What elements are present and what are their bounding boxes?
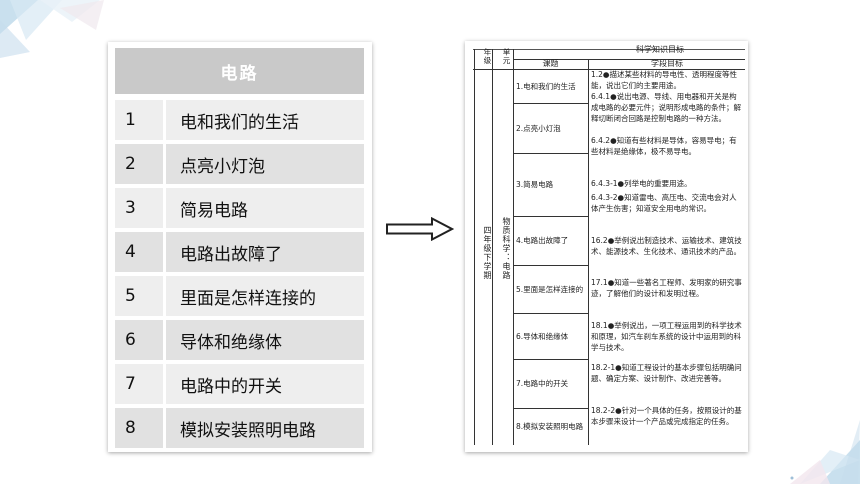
curriculum-goals-card: 科学知识目标 年级 单元 课题 学段目标 四年级下学期 物质科学：电路 1.电和… [465,41,748,452]
goal-text: 17.1●知道一些著名工程师、发明家的研究事迹，了解他们的设计和发明过程。 [591,278,742,298]
lesson-row: 4 电路出故障了 [115,232,364,272]
goal-text: 18.1●举例说出，一项工程运用到的科学技术和原理，如汽车刹车系统的设计中运用到… [591,321,742,352]
column-grade-header: 年级 [483,48,492,65]
lesson-cell: 8.模拟安装照明电路 [516,422,584,431]
lesson-cell: 1.电和我们的生活 [516,81,576,91]
lesson-number: 1 [115,100,163,140]
column-goal-header: 学段目标 [651,59,683,68]
lesson-list-header: 电路 [115,48,364,94]
right-arrow-icon [386,217,454,241]
goal-text: 16.2●举例说出制造技术、运输技术、建筑技术、能源技术、生化技术、通讯技术的产… [591,236,742,256]
column-lesson-header: 课题 [542,59,559,68]
lesson-title: 电和我们的生活 [166,100,364,140]
lesson-cell: 2.点亮小灯泡 [516,123,561,133]
lesson-cell: 7.电路中的开关 [516,379,569,388]
lesson-title: 模拟安装照明电路 [166,408,364,448]
lesson-cell: 3.简易电路 [516,180,554,189]
lesson-row: 5 里面是怎样连接的 [115,276,364,316]
lesson-title: 里面是怎样连接的 [166,276,364,316]
lesson-row: 8 模拟安装照明电路 [115,408,364,448]
corner-decoration-bottom-right [790,420,860,484]
lesson-row: 7 电路中的开关 [115,364,364,404]
lesson-number: 5 [115,276,163,316]
lesson-cell: 4.电路出故障了 [516,236,569,245]
lesson-row: 2 点亮小灯泡 [115,144,364,184]
lesson-title: 电路中的开关 [166,364,364,404]
lesson-cell: 5.里面是怎样连接的 [516,284,584,294]
unit-cell: 物质科学：电路 [502,217,511,280]
goal-text: 6.4.3-1●列举电的重要用途。 [591,179,692,188]
lesson-number: 7 [115,364,163,404]
lesson-number: 6 [115,320,163,360]
lesson-list-table: 电路 1 电和我们的生活 2 点亮小灯泡 3 简易电路 4 电路出故障了 5 里… [115,48,364,448]
grade-cell: 四年级下学期 [483,226,492,280]
corner-decoration-top-left [0,0,104,58]
lesson-title: 简易电路 [166,188,364,228]
lesson-title: 点亮小灯泡 [166,144,364,184]
goal-text: 1.2●描述某些材料的导电性、透明程度等性能，说出它们的主要用途。 [591,70,737,90]
goal-text: 6.4.1●说出电源、导线、用电器和开关是构成电路的必要元件；说明形成电路的条件… [591,92,741,123]
goal-text: 6.4.3-2●知道雷电、高压电、交流电会对人体产生伤害；知道安全用电的常识。 [591,193,737,213]
curriculum-goals-table: 科学知识目标 年级 单元 课题 学段目标 四年级下学期 物质科学：电路 1.电和… [465,41,748,452]
lesson-row: 6 导体和绝缘体 [115,320,364,360]
goal-text: 18.2-2●针对一个具体的任务，按照设计的基本步骤来设计一个产品或完成指定的任… [591,406,742,426]
goals-caption: 科学知识目标 [636,45,684,54]
lesson-row: 1 电和我们的生活 [115,100,364,140]
lesson-cell: 6.导体和绝缘体 [516,331,569,341]
lesson-title: 电路出故障了 [166,232,364,272]
lesson-number: 4 [115,232,163,272]
column-unit-header: 单元 [502,48,511,65]
lesson-title: 导体和绝缘体 [166,320,364,360]
goal-text: 6.4.2●知道有些材料是导体，容易导电；有些材料是绝缘体，极不易导电。 [591,136,737,156]
lesson-number: 3 [115,188,163,228]
lesson-number: 2 [115,144,163,184]
goal-text: 18.2-1●知道工程设计的基本步骤包括明确问题、确定方案、设计制作、改进完善等… [591,363,742,383]
lesson-number: 8 [115,408,163,448]
lesson-row: 3 简易电路 [115,188,364,228]
lesson-list-card: 电路 1 电和我们的生活 2 点亮小灯泡 3 简易电路 4 电路出故障了 5 里… [108,42,372,452]
